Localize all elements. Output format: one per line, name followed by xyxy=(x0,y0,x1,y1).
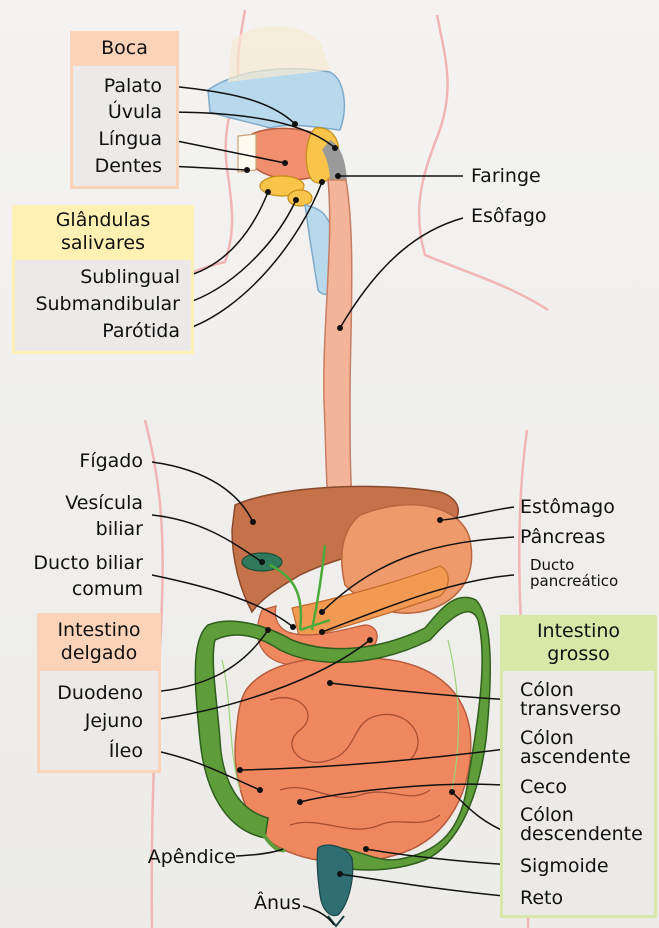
label-gallbladder: Vesícula biliar xyxy=(65,492,143,540)
sublingual-gland xyxy=(288,190,312,206)
salivary-title-line-1: Glândulas xyxy=(12,209,194,232)
label-gallbladder-line-1: Vesícula xyxy=(65,492,143,514)
label-bile-duct-line-2: comum xyxy=(33,578,143,600)
label-pharynx: Faringe xyxy=(471,165,541,187)
label-appendix: Apêndice xyxy=(148,846,236,868)
mouth-group-title: Boca xyxy=(70,31,179,66)
label-parotid: Parótida xyxy=(102,320,180,342)
label-bile-duct: Ducto biliar comum xyxy=(33,552,143,600)
small-intestine-title-line-2: delgado xyxy=(37,642,161,665)
label-sublingual: Sublingual xyxy=(80,266,180,288)
label-anus: Ânus xyxy=(254,892,301,914)
label-tongue: Língua xyxy=(98,128,162,150)
label-duodenum: Duodeno xyxy=(57,682,143,704)
label-pancreas: Pâncreas xyxy=(520,526,605,548)
label-cecum: Ceco xyxy=(520,776,567,798)
salivary-title-line-2: salivares xyxy=(12,232,194,255)
label-liver: Fígado xyxy=(79,450,143,472)
label-descending-colon: Cólon descendente xyxy=(520,806,643,844)
label-pancreatic-duct-line-1: Ducto xyxy=(530,557,618,573)
label-transverse-colon-line-2: transverso xyxy=(520,700,621,719)
label-sigmoid: Sigmoide xyxy=(520,855,609,877)
large-intestine-group-title: Intestino grosso xyxy=(500,615,657,671)
large-intestine-title-line-2: grosso xyxy=(500,643,657,666)
label-descending-colon-line-2: descendente xyxy=(520,825,643,844)
label-ileum: Íleo xyxy=(109,740,143,762)
label-jejunum: Jejuno xyxy=(85,710,143,732)
label-ascending-colon: Cólon ascendente xyxy=(520,729,631,767)
teeth-shape xyxy=(238,134,256,172)
label-pancreatic-duct-line-2: pancreático xyxy=(530,573,618,589)
label-gallbladder-line-2: biliar xyxy=(65,518,143,540)
label-rectum: Reto xyxy=(520,887,563,909)
salivary-group-title: Glândulas salivares xyxy=(12,205,194,260)
label-stomach: Estômago xyxy=(520,496,615,518)
sigmoid-rectum-shape xyxy=(317,845,353,916)
label-esophagus: Esôfago xyxy=(471,205,547,227)
label-palate: Palato xyxy=(104,75,162,97)
label-transverse-colon: Cólon transverso xyxy=(520,681,621,719)
large-intestine-title-line-1: Intestino xyxy=(500,620,657,643)
small-intestine-group-title: Intestino delgado xyxy=(37,613,161,671)
label-bile-duct-line-1: Ducto biliar xyxy=(33,552,143,574)
label-pancreatic-duct: Ducto pancreático xyxy=(530,557,618,589)
label-teeth: Dentes xyxy=(95,155,162,177)
small-intestine-shape xyxy=(235,657,471,862)
small-intestine-title-line-1: Intestino xyxy=(37,619,161,642)
label-ascending-colon-line-2: ascendente xyxy=(520,748,631,767)
label-uvula: Úvula xyxy=(108,101,162,123)
label-submandibular: Submandibular xyxy=(35,293,180,315)
